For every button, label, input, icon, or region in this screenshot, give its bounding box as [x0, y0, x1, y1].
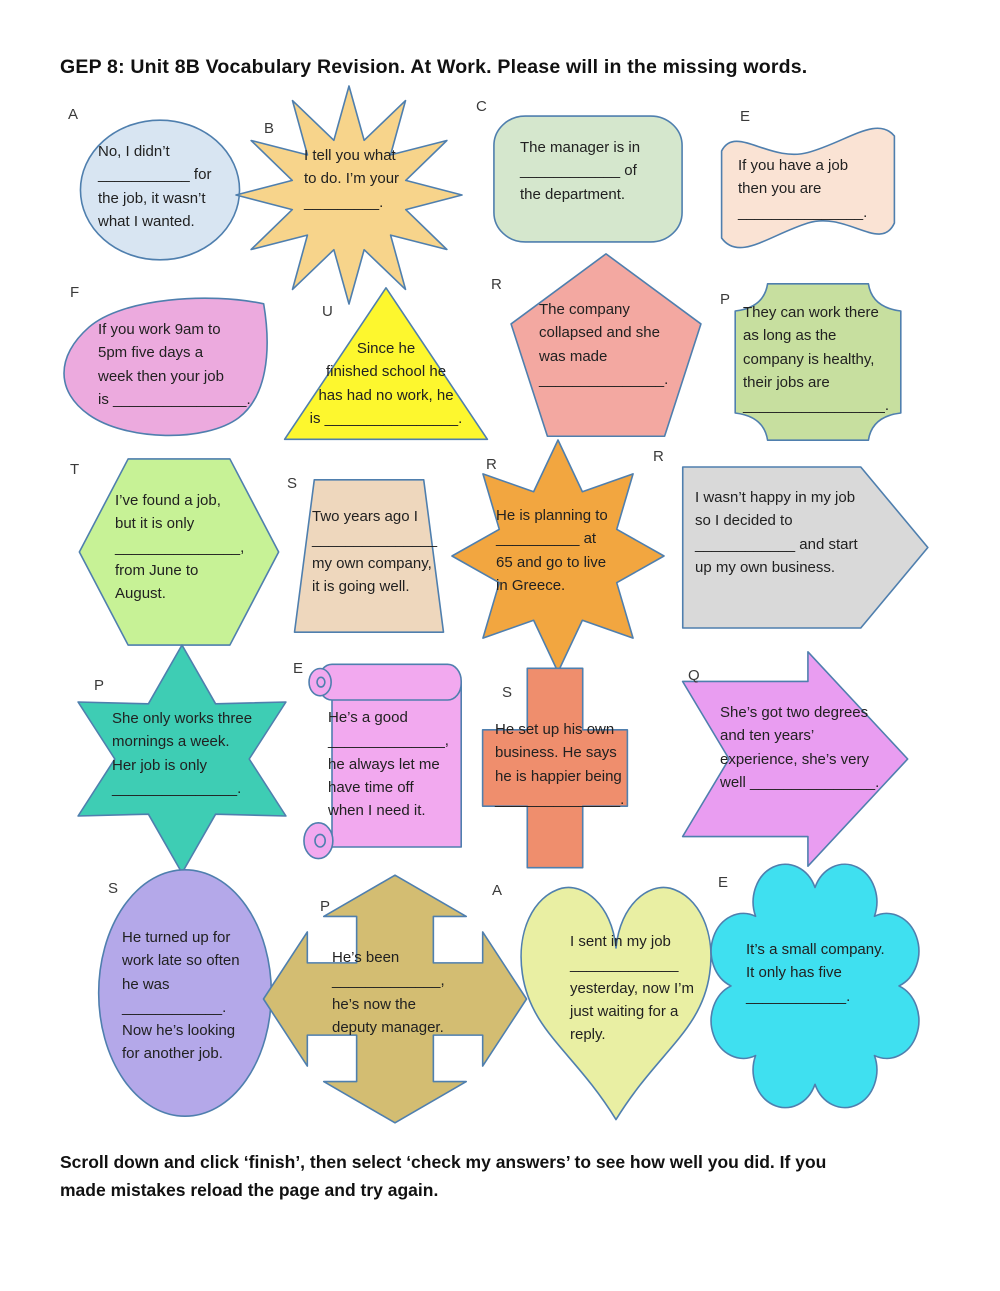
trapezoid-shape: [293, 475, 445, 637]
fill-in-blank-text[interactable]: If you have a job then you are _________…: [738, 157, 868, 221]
shape-e-cloud: E It’s a small company. It only has five…: [710, 858, 920, 1104]
wave-shape: [712, 112, 904, 262]
fill-in-blank-text[interactable]: He’s a good ______________, he always le…: [328, 709, 449, 819]
fill-in-blank-text[interactable]: She’s got two degrees and ten years’ exp…: [720, 704, 880, 791]
shape-r-arrow-pentagon: R I wasn’t happy in my job so I decided …: [653, 448, 933, 635]
shape-letter: U: [322, 303, 333, 320]
shape-letter: Q: [688, 667, 700, 684]
page-title: GEP 8: Unit 8B Vocabulary Revision. At W…: [60, 56, 808, 78]
fill-in-blank-text[interactable]: No, I didn’t ___________ for the job, it…: [98, 143, 212, 230]
fill-in-blank-text[interactable]: Two years ago I _______________ my own c…: [312, 508, 438, 595]
shape-s-trapezoid: S Two years ago I _______________ my own…: [287, 475, 445, 637]
fill-in-blank-text[interactable]: It’s a small company. It only has five _…: [746, 941, 885, 1005]
shape-p-plaque: P They can work there as long as the com…: [720, 277, 908, 447]
fill-in-blank-text[interactable]: The manager is in ____________ of the de…: [520, 139, 641, 203]
shape-c-rounded-rectangle: C The manager is in ____________ of the …: [476, 98, 686, 246]
shape-r-star-8point: R He is planning to __________ at 65 and…: [452, 440, 664, 672]
shape-letter: P: [720, 291, 731, 308]
shape-p-arrow-4way: P He’s been _____________, he’s now the …: [258, 870, 532, 1128]
shape-letter: B: [264, 120, 275, 137]
shape-letter: S: [108, 880, 119, 897]
shape-e-scroll: E He’s a good ______________, he always …: [293, 658, 468, 868]
arrow-pentagon-shape: [675, 460, 933, 635]
hexagon-shape: [73, 453, 285, 651]
arrow-4way-shape: [258, 870, 532, 1128]
shape-letter: E: [293, 660, 304, 677]
shape-letter: T: [70, 461, 80, 478]
shape-letter: E: [740, 108, 751, 125]
fill-in-blank-text[interactable]: Since he finished school he has had no w…: [309, 340, 463, 427]
shape-s-cross: S He set up his own business. He says he…: [478, 662, 632, 874]
shape-s-oval: S He turned up for work late so often he…: [96, 866, 274, 1120]
rounded-rectangle-shape: [490, 112, 686, 246]
shape-f-teardrop: F If you work 9am to 5pm five days a wee…: [64, 284, 272, 444]
shape-letter: R: [653, 448, 664, 465]
triangle-shape: [277, 283, 495, 445]
fill-in-blank-text[interactable]: They can work there as long as the compa…: [743, 304, 889, 414]
fill-in-blank-text[interactable]: I sent in my job _____________ yesterday…: [570, 933, 694, 1043]
fill-in-blank-text[interactable]: If you work 9am to 5pm five days a week …: [98, 321, 251, 408]
shape-letter: F: [70, 284, 80, 301]
shape-letter: P: [320, 898, 331, 915]
scroll-shape: [298, 658, 468, 868]
shape-letter: R: [486, 456, 497, 473]
shape-p-star-6point: P She only works three mornings a week. …: [62, 645, 302, 873]
shape-letter: S: [502, 684, 513, 701]
fill-in-blank-text[interactable]: The company collapsed and she was made _…: [539, 301, 669, 388]
arrow-right-shape: [678, 645, 910, 873]
explosion-shape: [236, 86, 462, 304]
shape-b-explosion: B I tell you what to do. I’m your ______…: [236, 86, 462, 304]
shape-letter: E: [718, 874, 729, 891]
cross-shape: [478, 662, 632, 874]
shape-t-hexagon: T I’ve found a job, but it is only _____…: [70, 453, 285, 651]
fill-in-blank-text[interactable]: He turned up for work late so often he w…: [122, 929, 240, 1063]
shape-letter: P: [94, 677, 105, 694]
oval-shape: [78, 118, 242, 262]
pentagon-shape: [505, 250, 707, 442]
plaque-shape: [728, 277, 908, 447]
shape-u-triangle: U Since he finished school he has had no…: [277, 283, 495, 445]
fill-in-blank-text[interactable]: He set up his own business. He says he i…: [495, 721, 625, 808]
fill-in-blank-text[interactable]: I’ve found a job, but it is only _______…: [115, 492, 245, 602]
fill-in-blank-text[interactable]: He’s been _____________, he’s now the de…: [332, 949, 445, 1036]
fill-in-blank-text[interactable]: She only works three mornings a week. He…: [112, 710, 253, 797]
shape-q-arrow-right: Q She’s got two degrees and ten years’ e…: [678, 645, 910, 873]
cloud-shape: [710, 858, 920, 1104]
teardrop-shape: [64, 298, 272, 444]
shape-letter: R: [491, 276, 502, 293]
heart-shape: [512, 870, 720, 1130]
shape-a-oval: A No, I didn’t ___________ for the job, …: [68, 106, 242, 262]
fill-in-blank-text[interactable]: I tell you what to do. I’m your ________…: [304, 147, 400, 211]
shape-letter: C: [476, 98, 487, 115]
shape-e-wave: E If you have a job then you are _______…: [712, 108, 904, 262]
shape-a-heart: A I sent in my job _____________ yesterd…: [492, 870, 720, 1130]
fill-in-blank-text[interactable]: I wasn’t happy in my job so I decided to…: [695, 489, 858, 576]
shape-letter: A: [68, 106, 79, 123]
shape-letter: A: [492, 882, 503, 899]
instructions-text: Scroll down and click ‘finish’, then sel…: [60, 1152, 827, 1200]
fill-in-blank-text[interactable]: He is planning to __________ at 65 and g…: [496, 507, 608, 594]
shape-r-pentagon: R The company collapsed and she was made…: [491, 250, 707, 442]
shape-letter: S: [287, 475, 298, 492]
